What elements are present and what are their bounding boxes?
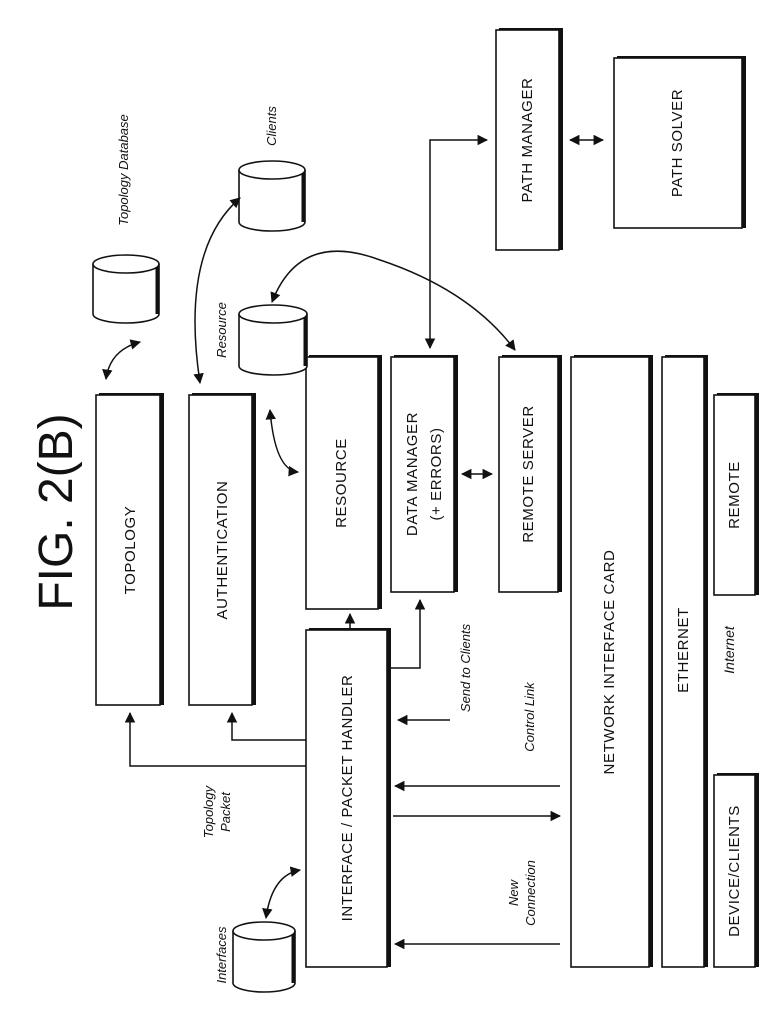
remote-server-block: REMOTE SERVER (499, 355, 562, 592)
internet-label: Internet (721, 625, 737, 674)
resource-label: RESOURCE (333, 438, 350, 528)
topology-packet-label-line1: Topology (201, 784, 216, 838)
authentication-block: AUTHENTICATION (189, 393, 256, 705)
send-to-clients-label: Send to Clients (458, 623, 473, 712)
topology-label: TOPOLOGY (122, 506, 139, 595)
topology-block: TOPOLOGY (96, 393, 164, 705)
path-manager-label: PATH MANAGER (519, 78, 536, 203)
topology-database-label: Topology Database (116, 114, 131, 226)
device-clients-label: DEVICE/CLIENTS (726, 805, 743, 937)
control-link-label: Control Link (522, 681, 537, 752)
figure-title: FIG. 2(B) (30, 413, 83, 610)
clients-database-label: Clients (264, 106, 279, 146)
ethernet-label: ETHERNET (675, 607, 692, 693)
data-manager-label-line2: (+ ERRORS) (428, 427, 445, 520)
device-clients-block: DEVICE/CLIENTS (714, 773, 759, 967)
resource-database-cylinder (239, 305, 307, 375)
ethernet-block: ETHERNET (662, 355, 708, 967)
interfaces-database-cylinder (233, 922, 295, 992)
remote-block: REMOTE (714, 393, 759, 595)
resource-database-label: Resource (214, 302, 229, 358)
remote-server-label: REMOTE SERVER (520, 405, 537, 543)
network-interface-card-label: NETWORK INTERFACE CARD (601, 550, 618, 775)
topology-packet-label-line2: Packet (218, 791, 233, 832)
interface-packet-handler-block: INTERFACE / PACKET HANDLER (306, 628, 391, 967)
data-manager-label-line1: DATA MANAGER (404, 412, 421, 536)
path-manager-block: PATH MANAGER (496, 28, 563, 250)
path-solver-block: PATH SOLVER (614, 56, 746, 228)
resource-block: RESOURCE (306, 355, 382, 609)
clients-database-cylinder (239, 161, 305, 231)
data-manager-block: DATA MANAGER (+ ERRORS) (391, 355, 458, 592)
path-solver-label: PATH SOLVER (669, 89, 686, 197)
authentication-label: AUTHENTICATION (214, 481, 231, 620)
topology-database-cylinder (93, 255, 159, 323)
interface-packet-handler-label: INTERFACE / PACKET HANDLER (339, 675, 356, 922)
new-connection-label-line1: New (506, 878, 521, 906)
remote-label: REMOTE (726, 461, 743, 529)
new-connection-label-line2: Connection (523, 860, 538, 926)
interfaces-database-label: Interfaces (214, 926, 229, 984)
network-interface-card-block: NETWORK INTERFACE CARD (571, 355, 653, 967)
